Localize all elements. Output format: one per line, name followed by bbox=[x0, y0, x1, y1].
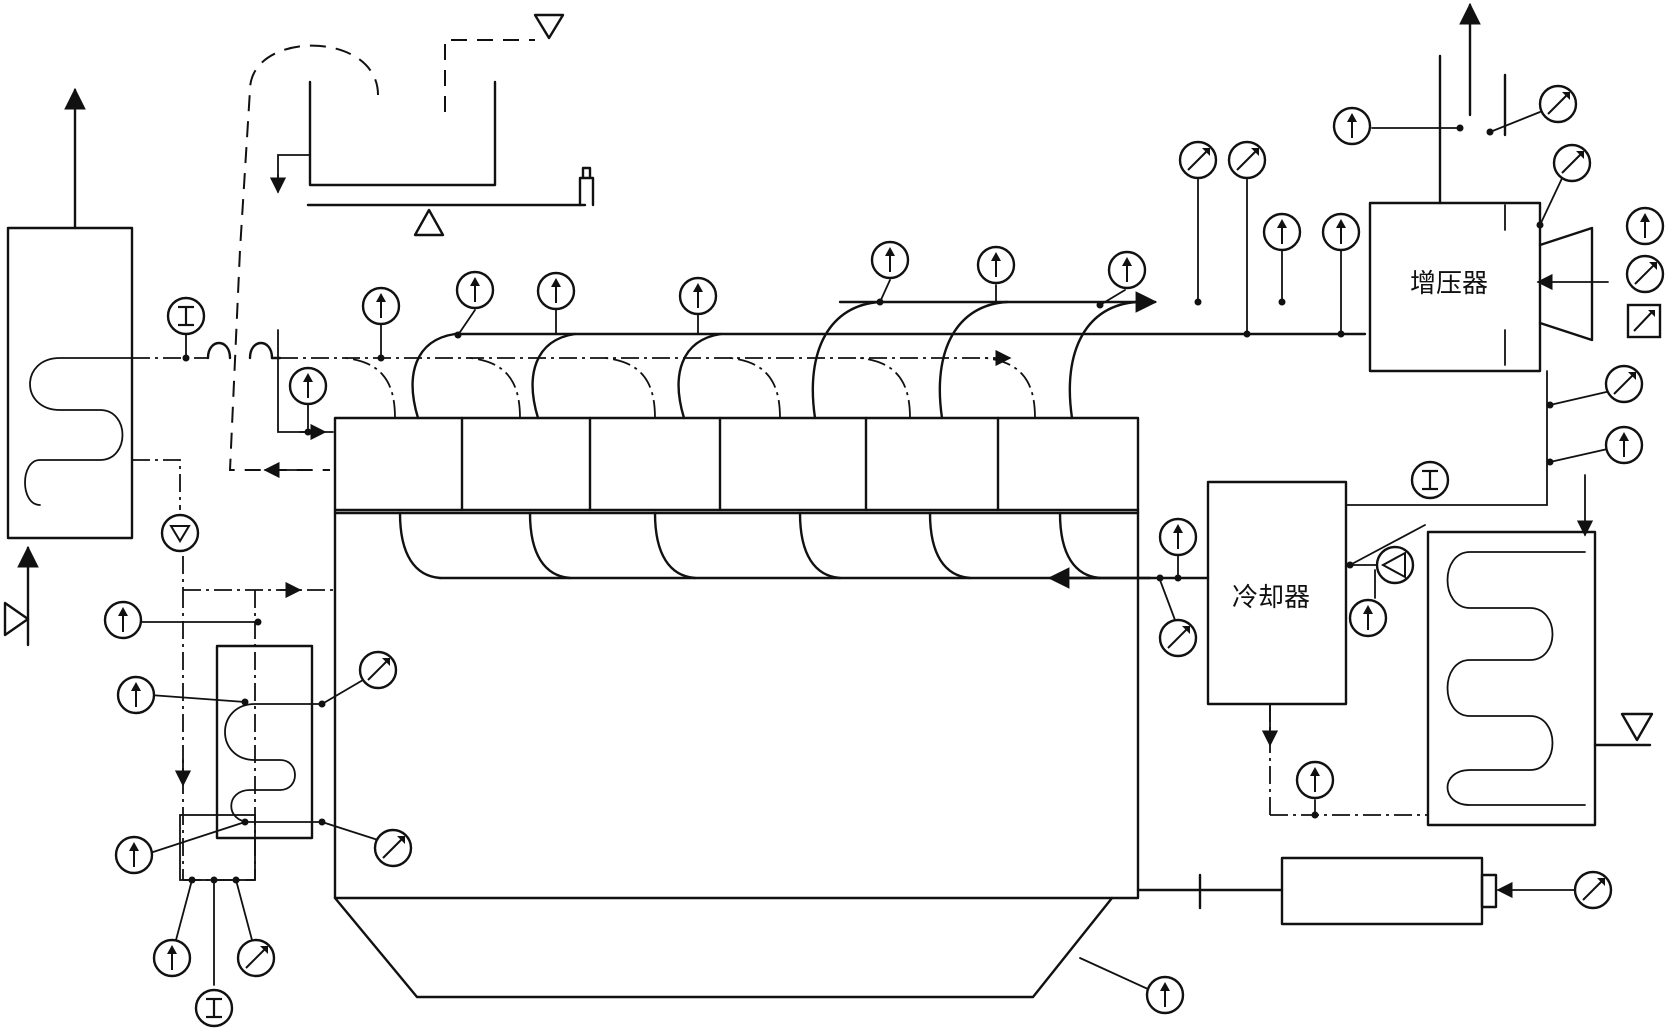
level-indicator-icon bbox=[160, 513, 200, 553]
fuel-tank bbox=[306, 13, 595, 237]
thermometer-icon bbox=[870, 240, 910, 280]
thermometer-icon bbox=[116, 675, 156, 715]
thermometer-icon bbox=[1262, 212, 1302, 252]
pressure-gauge-icon bbox=[358, 650, 398, 690]
thermometer-icon bbox=[288, 366, 328, 406]
turbocharger: 增压器 bbox=[1368, 2, 1609, 373]
thermometer-icon bbox=[152, 938, 192, 978]
pressure-gauge-icon bbox=[1625, 254, 1665, 294]
pressure-gauge-icon bbox=[373, 828, 413, 868]
lube-oil-cooler bbox=[174, 525, 333, 881]
flow-meter-icon bbox=[1410, 460, 1450, 500]
thermometer-icon bbox=[1348, 598, 1388, 638]
thermometer-icon bbox=[1321, 212, 1361, 252]
thermometer-icon bbox=[1625, 206, 1665, 246]
pressure-gauge-icon bbox=[236, 938, 276, 978]
intake-manifold bbox=[280, 349, 1036, 419]
fuel-supply-line bbox=[228, 44, 379, 479]
water-heat-exchanger-right bbox=[1426, 530, 1652, 827]
level-marker-right bbox=[1620, 712, 1654, 742]
cooler-label: 冷却器 bbox=[1232, 583, 1310, 613]
thermometer-icon bbox=[455, 270, 495, 310]
pump-icon bbox=[1375, 545, 1415, 585]
heat-exchanger-left bbox=[3, 87, 134, 647]
instrument-leads bbox=[137, 111, 1616, 991]
flow-meter-icon bbox=[194, 988, 234, 1028]
charge-air-manifold bbox=[398, 511, 1210, 589]
instruments bbox=[103, 84, 1665, 1028]
thermometer-icon bbox=[103, 600, 143, 640]
thermometer-icon bbox=[1107, 250, 1147, 290]
thermometer-icon bbox=[1158, 517, 1198, 557]
pressure-gauge-icon bbox=[1158, 618, 1198, 658]
air-cooler: 冷却器 bbox=[1206, 370, 1594, 706]
thermometer-icon bbox=[1295, 760, 1335, 800]
pressure-gauge-icon bbox=[1227, 140, 1267, 180]
engine-oil-sump bbox=[333, 896, 1114, 999]
turbocharger-label: 增压器 bbox=[1410, 269, 1488, 299]
recorder-icon bbox=[1626, 303, 1662, 339]
pressure-gauge-icon bbox=[1178, 140, 1218, 180]
pressure-gauge-icon bbox=[1604, 364, 1644, 404]
thermometer-icon bbox=[976, 245, 1016, 285]
dynamometer bbox=[1136, 856, 1576, 926]
junction-dots bbox=[182, 124, 1554, 884]
thermometer-icon bbox=[536, 271, 576, 311]
thermometer-icon bbox=[1145, 975, 1185, 1015]
engine-block bbox=[333, 416, 1140, 900]
pressure-gauge-icon bbox=[1573, 870, 1613, 910]
flow-meter-icon bbox=[166, 296, 206, 336]
thermometer-icon bbox=[114, 835, 154, 875]
thermometer-icon bbox=[678, 276, 718, 316]
exhaust-manifold bbox=[411, 291, 1367, 420]
pressure-gauge-icon bbox=[1552, 143, 1592, 183]
thermometer-icon bbox=[361, 286, 401, 326]
pressure-gauge-icon bbox=[1538, 84, 1578, 124]
thermometer-icon bbox=[1332, 106, 1372, 146]
thermometer-icon bbox=[1604, 425, 1644, 465]
intake-line-left bbox=[132, 341, 282, 510]
